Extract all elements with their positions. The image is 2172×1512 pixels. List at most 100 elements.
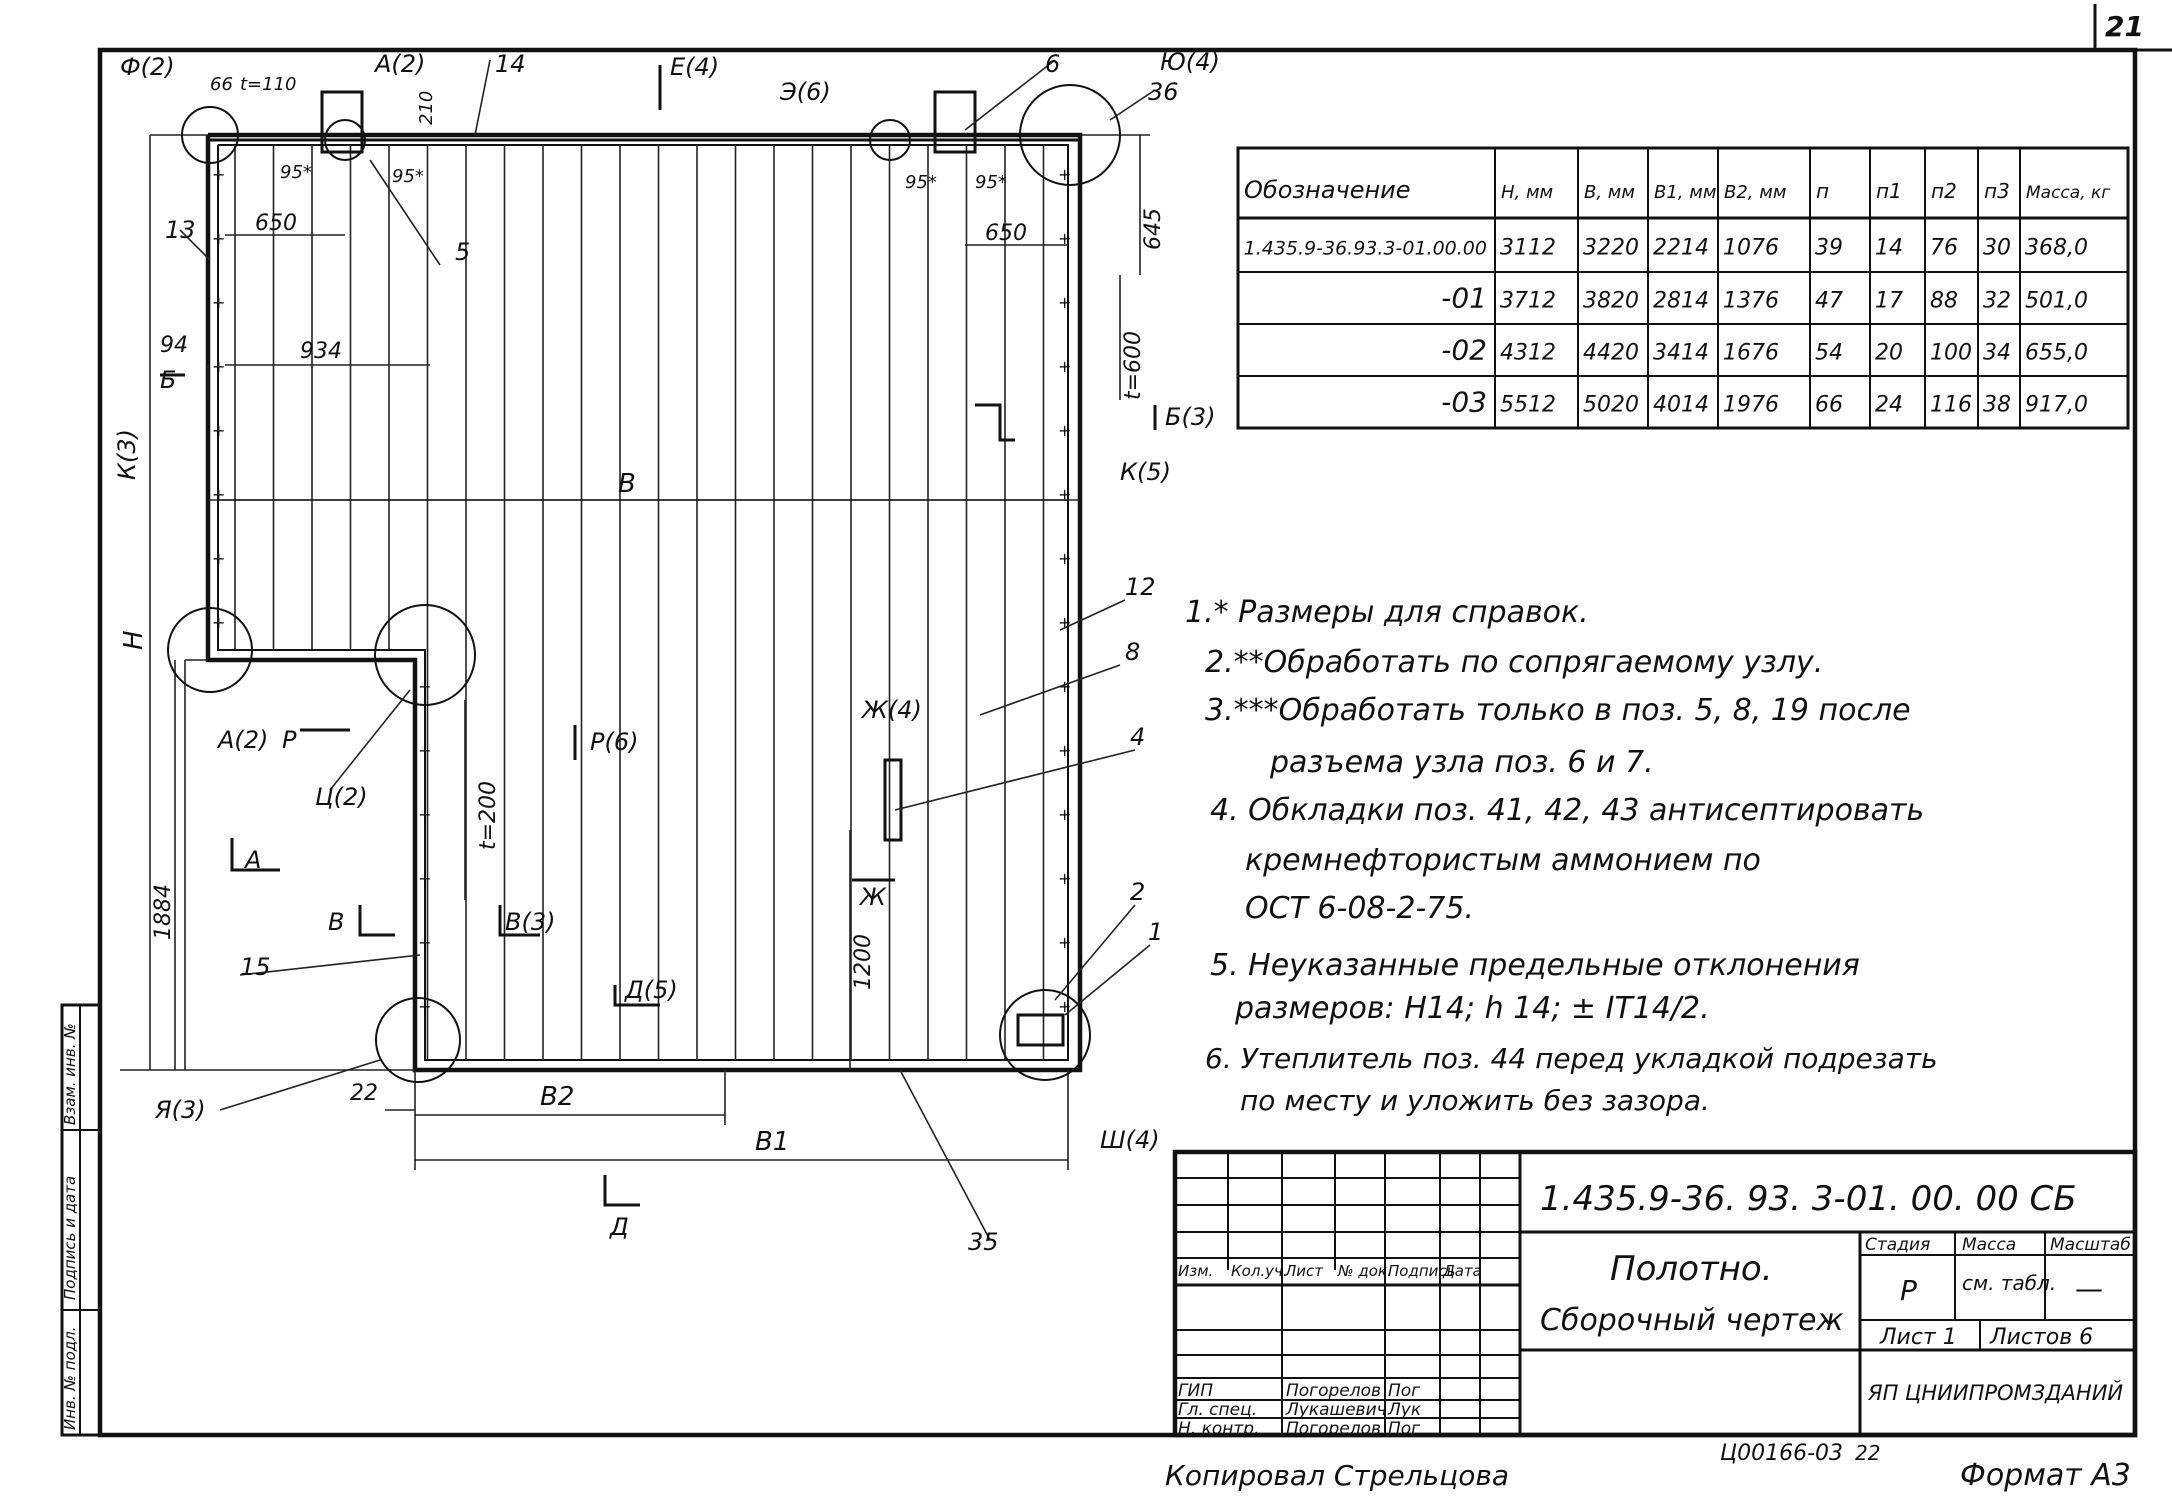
note-5: 5. Неуказанные предельные отклонения (1210, 948, 1860, 983)
callout-Ya3: Я(3) (154, 1096, 206, 1124)
callout-A: А (243, 846, 261, 874)
dim-1200: 1200 (851, 934, 876, 990)
tb-signature: Лук (1387, 1400, 1422, 1420)
note-6: 6. Утеплитель поз. 44 перед укладкой под… (1205, 1042, 1938, 1075)
dim-H: Н (119, 630, 149, 650)
callout-F2: Ф(2) (120, 53, 175, 81)
tb-col-header: Кол.уч. (1231, 1262, 1288, 1280)
notes: 1.* Размеры для справок. 2.**Обработать … (1185, 595, 1938, 1117)
leader-6 (964, 59, 1056, 131)
screw-mark: + (1058, 805, 1071, 824)
leader-C (329, 689, 411, 791)
dim-645: 645 (1141, 208, 1166, 250)
hinge-left (320, 90, 364, 154)
section-arrow-D5 (613, 985, 660, 1007)
table-cell: 14 (1875, 236, 1903, 261)
table-header-cell: п3 (1984, 179, 2010, 203)
table-cell: 116 (1930, 392, 1972, 417)
table-cell: 4014 (1653, 392, 1709, 417)
dim-95-c: 95* (905, 172, 937, 193)
leader-4 (894, 749, 1136, 811)
table-cell: -02 (1441, 333, 1487, 366)
detail-circle-A2 (167, 607, 253, 693)
section-arrow-V (358, 905, 395, 937)
dim-66: 66 (210, 74, 233, 95)
dim-1884: 1884 (151, 884, 176, 940)
table-cell: 501,0 (2025, 288, 2088, 313)
note-2: 2.**Обработать по сопрягаемому узлу. (1205, 645, 1823, 680)
section-arrow-V3 (498, 905, 540, 937)
callout-V3: В(3) (505, 908, 555, 936)
tb-col-header: Лист (1284, 1262, 1324, 1280)
detail-circle-Ya (375, 997, 461, 1083)
callout-B3: Б(3) (1165, 403, 1215, 431)
table-cell: 3820 (1583, 288, 1639, 313)
panel-drawing: ++++++++++++++++++++++++++++ (120, 59, 1157, 1241)
callout-Zh: Ж (858, 883, 887, 911)
callout-Sh4: Ш(4) (1100, 1126, 1160, 1154)
table-cell: 917,0 (2025, 392, 2088, 417)
tb-signature: Пог (1388, 1381, 1420, 1401)
pos-2: 2 (1130, 878, 1145, 906)
screw-mark: + (1058, 357, 1071, 376)
sheet-frame (97, 47, 2138, 1438)
dim-t110: t=110 (240, 74, 297, 95)
screw-mark: + (418, 741, 431, 760)
footer-page: 22 (1855, 1441, 1880, 1465)
pos-5: 5 (455, 238, 470, 266)
screw-mark: + (1058, 485, 1071, 504)
table-cell: 4420 (1583, 340, 1639, 365)
tb-sheet: Лист 1 (1879, 1325, 1957, 1350)
section-arrow-D (603, 1175, 640, 1207)
table-cell: 3112 (1500, 236, 1556, 261)
callout-A2: А(2) (216, 726, 268, 754)
tb-role: Гл. спец. (1178, 1400, 1257, 1420)
detail-circle-F (181, 106, 239, 164)
callout-A2-top: А(2) (373, 50, 425, 78)
dim-95-a: 95* (280, 162, 312, 183)
table-header-cell: Масса, кг (2026, 183, 2110, 203)
table-header-cell: В1, мм (1654, 182, 1716, 203)
callout-K3: К(3) (113, 429, 141, 480)
dim-650-l: 650 (255, 211, 297, 236)
leader-15 (239, 954, 421, 976)
callout-C2: Ц(2) (315, 783, 368, 811)
table-cell: -01 (1441, 281, 1487, 314)
table-cell: 3414 (1653, 340, 1709, 365)
drawing-labels: Ф(2) А(2) Е(4) Э(6) Ю(4) К(3) Б Б(3) К(5… (113, 48, 1220, 1256)
leader-14 (474, 59, 491, 136)
table-cell: -03 (1441, 385, 1487, 418)
callout-B: Б (160, 366, 176, 394)
screw-mark: + (418, 677, 431, 696)
table-cell: 1376 (1723, 288, 1779, 313)
leader-1 (1064, 944, 1151, 1016)
table-header-cell: Н, мм (1501, 182, 1553, 203)
dim-650-r: 650 (985, 221, 1027, 246)
screw-mark: + (212, 485, 225, 504)
screw-mark: + (418, 933, 431, 952)
table-cell: 2814 (1653, 288, 1709, 313)
screw-mark: + (212, 549, 225, 568)
note-5-cont: размеров: Н14; h 14; ± IT14/2. (1234, 991, 1710, 1026)
screw-mark: + (1058, 741, 1071, 760)
table-cell: 39 (1815, 236, 1843, 261)
note-6-cont: по месту и уложить без зазора. (1240, 1084, 1710, 1117)
dim-94: 94 (160, 333, 188, 358)
table-cell: 34 (1983, 340, 2011, 365)
table-cell: 368,0 (2025, 236, 2088, 261)
table-cell: 3712 (1500, 288, 1556, 313)
dim-B2: В2 (540, 1082, 574, 1112)
pos-8: 8 (1125, 638, 1140, 666)
table-cell: 5020 (1583, 392, 1639, 417)
panel-inner-outline (217, 144, 1069, 1061)
table-cell: 47 (1815, 288, 1843, 313)
detail-circle-A-top (324, 119, 366, 161)
tb-designation: 1.435.9-36. 93. 3-01. 00. 00 СБ (1540, 1179, 2077, 1219)
callout-E6: Э(6) (779, 78, 831, 106)
tb-stage-label: Стадия (1865, 1235, 1930, 1255)
tb-scale-label: Масштаб (2050, 1235, 2131, 1255)
latch (883, 758, 903, 842)
table-cell: 1076 (1723, 236, 1779, 261)
dim-95-b: 95* (392, 166, 424, 187)
